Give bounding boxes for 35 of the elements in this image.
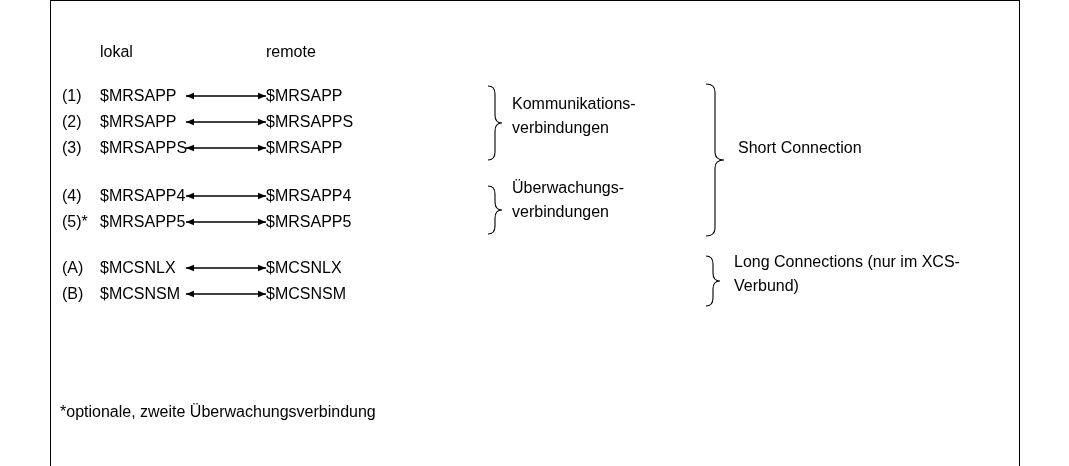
- double-arrow: [185, 192, 267, 200]
- application-name: $MRSAPP4: [100, 186, 186, 206]
- application-name: $MRSAPP: [266, 138, 376, 158]
- application-name: $MCSNLX: [100, 258, 186, 278]
- row-number: (3): [62, 138, 82, 158]
- application-name: $MRSAPP5: [266, 212, 376, 232]
- row-number: (B): [62, 284, 84, 304]
- application-name: $MCSNSM: [266, 284, 376, 304]
- group-label: Long Connections (nur im XCS-Verbund): [734, 252, 961, 296]
- application-name: $MRSAPP5: [100, 212, 186, 232]
- double-arrow: [185, 290, 267, 298]
- row-number: (4): [62, 186, 82, 206]
- application-name: $MRSAPP4: [266, 186, 376, 206]
- double-arrow: [185, 118, 267, 126]
- row-number: (1): [62, 86, 82, 106]
- double-arrow: [185, 92, 267, 100]
- application-name: $MRSAPPS: [100, 138, 186, 158]
- application-name: $MCSNSM: [100, 284, 186, 304]
- application-name: $MRSAPP: [266, 86, 376, 106]
- application-name: $MRSAPP: [100, 86, 186, 106]
- double-arrow: [185, 144, 267, 152]
- row-number: (A): [62, 258, 84, 278]
- application-name: $MCSNLX: [266, 258, 376, 278]
- application-name: $MRSAPPS: [266, 112, 376, 132]
- footnote: *optionale, zweite Überwachungsverbindung: [60, 402, 376, 422]
- double-arrow: [185, 218, 267, 226]
- group-label: Short Connection: [738, 138, 862, 158]
- double-arrow: [185, 264, 267, 272]
- group-label: Überwachungs- verbindungen: [512, 178, 626, 222]
- column-header: remote: [266, 42, 316, 62]
- row-number: (2): [62, 112, 82, 132]
- group-label: Kommunikations- verbindungen: [512, 94, 637, 138]
- column-header: lokal: [100, 42, 133, 62]
- application-name: $MRSAPP: [100, 112, 186, 132]
- row-number: (5)*: [62, 212, 88, 232]
